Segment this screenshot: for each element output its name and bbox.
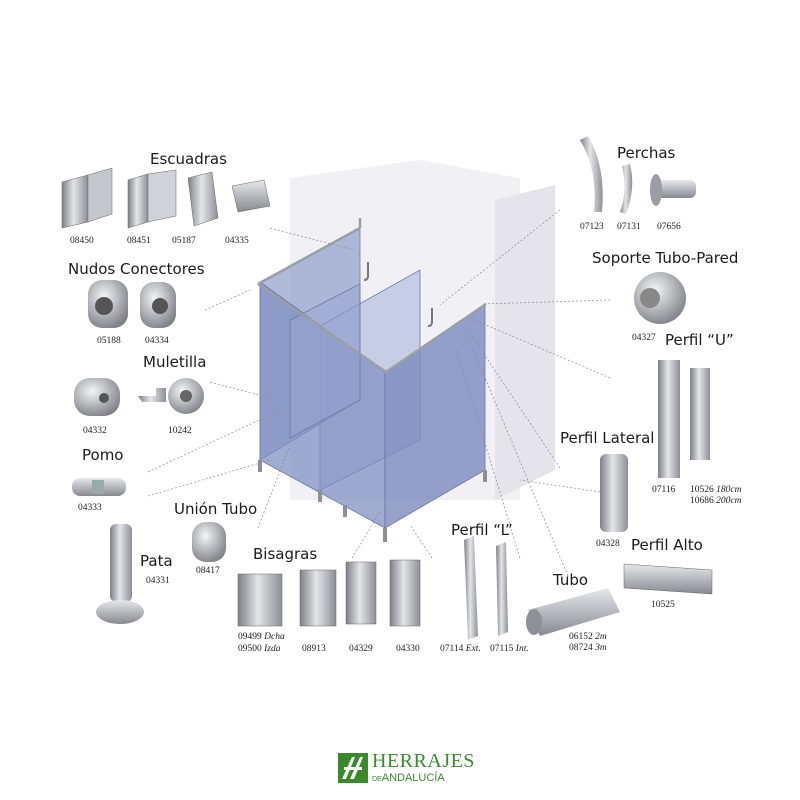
label-nudos-conectores: Nudos Conectores xyxy=(68,260,205,278)
code-05188: 05188 xyxy=(97,336,121,346)
label-union-tubo: Unión Tubo xyxy=(174,500,258,518)
perchas-products xyxy=(580,136,696,214)
glass-partitions xyxy=(259,227,486,529)
escuadras-products xyxy=(61,167,271,229)
perfil-u-products xyxy=(658,360,710,478)
label-muletilla: Muletilla xyxy=(143,353,207,371)
code-08724: 08724 3m xyxy=(569,643,607,653)
code-10242: 10242 xyxy=(168,426,192,436)
label-pata: Pata xyxy=(140,552,173,570)
code-04333: 04333 xyxy=(78,503,102,513)
brand-logo-icon xyxy=(338,753,368,783)
code-06152: 06152 2m xyxy=(569,632,607,642)
code-10686: 10686 200cm xyxy=(690,496,742,506)
label-perfil-alto: Perfil Alto xyxy=(631,536,703,554)
code-04328: 04328 xyxy=(596,539,620,549)
perfil-lateral-product xyxy=(600,454,628,532)
brand-logo: HERRAJES DEANDALUCÍA xyxy=(338,750,474,790)
code-07131: 07131 xyxy=(617,222,641,232)
brand-logo-title: HERRAJES xyxy=(372,750,475,772)
label-soporte-tubo-pared: Soporte Tubo-Pared xyxy=(592,249,739,267)
code-07116: 07116 xyxy=(652,485,676,495)
code-04332: 04332 xyxy=(83,426,107,436)
perfil-alto-product xyxy=(623,563,713,595)
label-pomo: Pomo xyxy=(82,446,124,464)
label-escuadras: Escuadras xyxy=(150,150,227,168)
leader-lines xyxy=(147,209,611,577)
muletilla-products xyxy=(74,378,204,416)
union-tubo-product xyxy=(192,522,226,562)
label-perfil-u: Perfil “U” xyxy=(665,331,734,349)
code-07115: 07115 Int. xyxy=(490,644,529,654)
label-perfil-lateral: Perfil Lateral xyxy=(560,429,655,447)
door-hooks xyxy=(363,262,433,327)
support-feet xyxy=(258,460,487,542)
bisagras-products xyxy=(237,559,421,627)
code-09500: 09500 Izda xyxy=(238,644,281,654)
code-08913: 08913 xyxy=(302,644,326,654)
code-10525: 10525 xyxy=(651,600,675,610)
label-bisagras: Bisagras xyxy=(253,545,318,563)
tubo-product xyxy=(526,588,620,636)
code-07656: 07656 xyxy=(657,222,681,232)
code-04330: 04330 xyxy=(396,644,420,654)
brand-logo-subtitle: DEANDALUCÍA xyxy=(372,772,445,784)
code-04334: 04334 xyxy=(145,336,169,346)
code-08417: 08417 xyxy=(196,566,220,576)
code-09499: 09499 Dcha xyxy=(238,632,285,642)
code-04327: 04327 xyxy=(632,333,656,343)
label-perfil-l: Perfil “L” xyxy=(451,521,513,539)
code-05187: 05187 xyxy=(172,236,196,246)
code-08451: 08451 xyxy=(127,236,151,246)
code-08450: 08450 xyxy=(70,236,94,246)
code-07123: 07123 xyxy=(580,222,604,232)
code-10526: 10526 180cm xyxy=(690,485,742,495)
soporte-product xyxy=(634,272,686,324)
code-04331: 04331 xyxy=(146,576,170,586)
code-04329: 04329 xyxy=(349,644,373,654)
code-07114: 07114 Ext. xyxy=(440,644,481,654)
pata-product xyxy=(96,524,144,624)
nudos-products xyxy=(88,280,176,328)
label-tubo: Tubo xyxy=(553,571,589,589)
top-rails xyxy=(257,218,487,374)
perfil-l-products xyxy=(464,536,508,640)
pomo-product xyxy=(72,478,126,496)
label-perchas: Perchas xyxy=(617,144,676,162)
code-04335: 04335 xyxy=(225,236,249,246)
